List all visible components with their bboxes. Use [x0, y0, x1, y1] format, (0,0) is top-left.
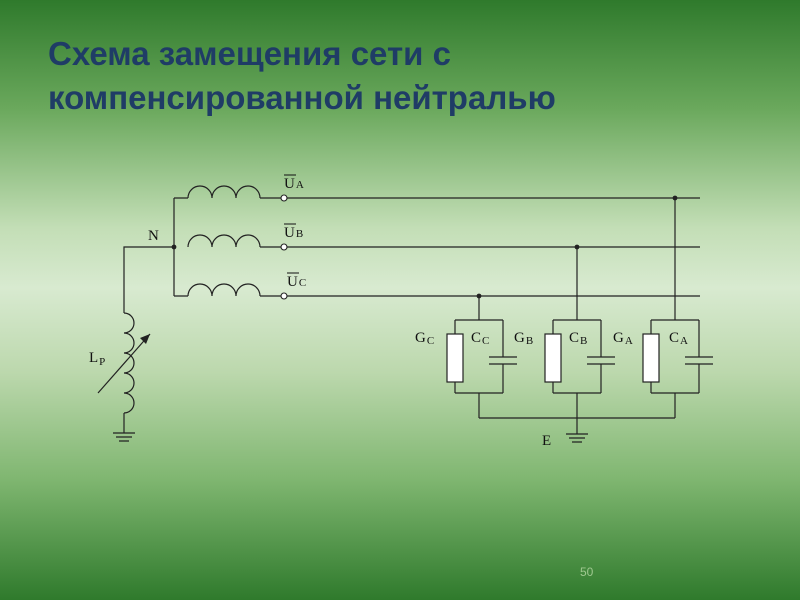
label-gc: GC	[415, 330, 434, 347]
label-cc: CC	[471, 330, 489, 347]
ground-bus	[478, 393, 676, 434]
winding-to-terminal-wires	[260, 197, 281, 297]
reactor-variable-arrow-head	[140, 334, 150, 344]
label-uc: UC	[287, 274, 306, 290]
capacitor-ca	[685, 356, 713, 365]
label-ub: UB	[284, 225, 303, 241]
terminal-a	[280, 194, 288, 202]
label-cb: CB	[569, 330, 587, 347]
label-reactor: LP	[89, 350, 105, 368]
junction-neutral	[171, 244, 177, 250]
label-ua: UA	[284, 176, 304, 192]
slide-title-line-1: Схема замещения сети с	[48, 35, 451, 72]
page-number: 50	[580, 565, 594, 579]
label-ga: GA	[613, 330, 633, 347]
terminal-b	[280, 243, 288, 251]
junction-a	[672, 195, 678, 201]
capacitor-cc	[489, 356, 517, 365]
ground-symbol	[566, 433, 588, 443]
conductance-gc	[446, 333, 464, 383]
slide-title: Схема замещения сети с компенсированной …	[48, 32, 748, 120]
neutral-wire	[123, 246, 174, 313]
winding-a	[187, 185, 261, 199]
conductance-gb	[544, 333, 562, 383]
label-gb: GB	[514, 330, 533, 347]
label-ground: E	[542, 433, 551, 449]
conductance-ga	[642, 333, 660, 383]
terminal-c	[280, 292, 288, 300]
junction-c	[476, 293, 482, 299]
reactor-ground	[113, 432, 135, 442]
reactor-coil	[123, 312, 135, 414]
junction-b	[574, 244, 580, 250]
winding-b	[187, 234, 261, 248]
label-neutral: N	[148, 228, 159, 244]
winding-c	[187, 283, 261, 297]
label-ca: CA	[669, 330, 688, 347]
slide-title-line-2: компенсированной нейтралью	[48, 79, 556, 116]
reactor-variable-arrow-line	[97, 333, 151, 394]
capacitor-cb	[587, 356, 615, 365]
